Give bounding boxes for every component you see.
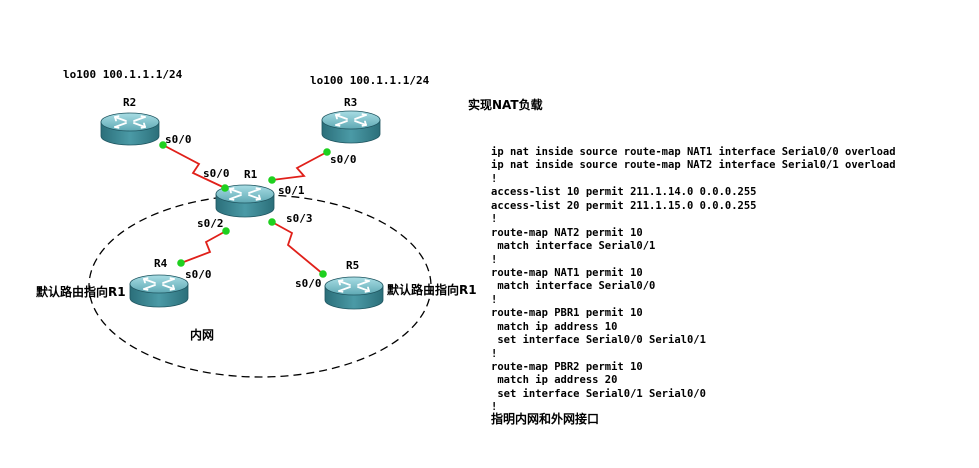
if-label-r1-s02: s0/2 [197, 217, 224, 230]
config-line: set interface Serial0/0 Serial0/1 [491, 334, 706, 347]
if-label-r3-s00: s0/0 [330, 153, 357, 166]
port-r4-s00 [177, 259, 185, 267]
if-label-r2-s00: s0/0 [165, 133, 192, 146]
router-r3[interactable] [321, 110, 381, 144]
router-label-r2: R2 [123, 96, 137, 109]
config-line: match interface Serial0/1 [491, 240, 656, 253]
config-line: ! [491, 253, 498, 266]
port-r1-s01 [268, 176, 276, 184]
router-r2[interactable] [100, 112, 160, 146]
config-line: set interface Serial0/1 Serial0/0 [491, 387, 706, 400]
config-line: ip nat inside source route-map NAT1 inte… [491, 146, 896, 158]
serial-links [162, 144, 328, 275]
link-r1-r4 [180, 230, 227, 264]
r4-default-route-note: 默认路由指向R1 [36, 285, 126, 299]
port-r2-s00 [159, 141, 167, 149]
if-label-r4-s00: s0/0 [185, 268, 212, 281]
r2-loopback-label: lo100 100.1.1.1/24 [63, 68, 183, 81]
link-r1-r5 [271, 221, 324, 275]
port-r1-s03 [268, 218, 276, 226]
config-line: access-list 20 permit 211.1.15.0 0.0.0.2… [491, 199, 757, 212]
lan-label: 内网 [190, 328, 215, 342]
if-label-r1-s03: s0/3 [286, 212, 313, 225]
link-r3-r1 [271, 151, 328, 181]
router-r5[interactable] [324, 276, 384, 310]
router-r4[interactable] [129, 274, 189, 308]
port-r1-s02 [222, 227, 230, 235]
config-line: route-map NAT2 permit 10 [491, 226, 643, 239]
link-r2-r1 [162, 144, 226, 189]
router-label-r4: R4 [154, 257, 168, 270]
page-title: 实现NAT负载 [468, 98, 543, 112]
port-r5-s00 [319, 270, 327, 278]
config-line: match ip address 20 [491, 374, 618, 387]
r3-loopback-label: lo100 100.1.1.1/24 [310, 74, 430, 87]
config-line: match interface Serial0/0 [491, 280, 656, 293]
port-r1-s00 [221, 184, 229, 192]
router-label-r3: R3 [344, 96, 358, 109]
config-line: route-map NAT1 permit 10 [491, 266, 643, 279]
config-line: ! [491, 213, 498, 226]
port-r3-s00 [323, 148, 331, 156]
if-label-r5-s00: s0/0 [295, 277, 322, 290]
if-label-r1-s01: s0/1 [278, 184, 305, 197]
port-dots [159, 141, 331, 278]
config-listing: ip nat inside source route-map NAT1 inte… [491, 146, 896, 415]
r5-default-route-note: 默认路由指向R1 [387, 283, 477, 297]
config-line: ! [491, 347, 498, 360]
footer-note: 指明内网和外网接口 [491, 412, 600, 426]
router-label-r1: R1 [244, 168, 258, 181]
config-line: match ip address 10 [491, 320, 618, 333]
config-line: ! [491, 401, 498, 414]
config-line: ip nat inside source route-map NAT2 inte… [491, 159, 896, 172]
config-line: ! [491, 293, 498, 306]
config-line: ! [491, 172, 498, 185]
config-line: route-map PBR1 permit 10 [491, 307, 643, 320]
config-line: route-map PBR2 permit 10 [491, 361, 643, 373]
if-label-r1-s00: s0/0 [203, 167, 230, 180]
config-line: access-list 10 permit 211.1.14.0 0.0.0.2… [491, 186, 757, 199]
router-label-r5: R5 [346, 259, 360, 272]
